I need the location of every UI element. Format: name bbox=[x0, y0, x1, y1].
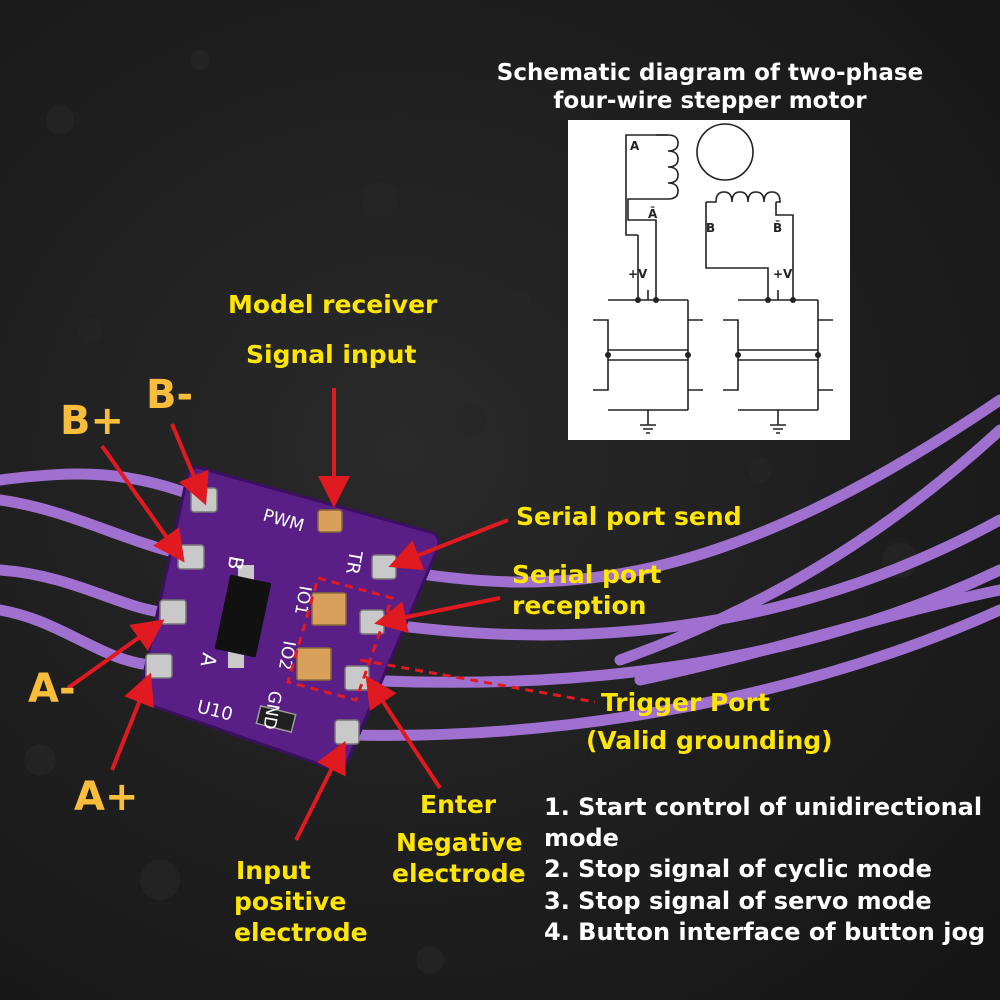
label-negative-2: electrode bbox=[392, 859, 526, 888]
note-item: 2. Stop signal of cyclic mode bbox=[544, 855, 932, 884]
wire-extra-2 bbox=[634, 584, 1000, 686]
arrow-a-minus bbox=[66, 619, 165, 690]
wire-a-plus bbox=[0, 604, 156, 671]
label-input-1: Input bbox=[236, 856, 311, 885]
pad-trigger bbox=[344, 665, 370, 691]
wire-a-minus bbox=[0, 564, 166, 618]
pad-io2 bbox=[296, 647, 332, 681]
silk-tr: TR bbox=[341, 548, 366, 576]
trigger-highlight bbox=[286, 576, 596, 704]
label-trigger-port: Trigger Port bbox=[601, 688, 770, 717]
arrow-serial-send bbox=[388, 518, 509, 571]
note-item: 1. Start control of unidirectional bbox=[544, 793, 983, 821]
schematic-label-b-bar: B̄ bbox=[773, 220, 782, 235]
arrow-a-plus bbox=[110, 672, 154, 771]
schematic-label-a: A bbox=[630, 139, 640, 153]
wire-b-minus bbox=[0, 468, 211, 506]
note-item: 3. Stop signal of servo mode bbox=[544, 886, 932, 915]
arrow-b-plus bbox=[100, 444, 185, 563]
arrow-b-minus bbox=[170, 423, 209, 506]
silk-a: A bbox=[196, 651, 222, 669]
right-wires bbox=[344, 394, 1000, 741]
note-item: 4. Button interface of button jog bbox=[544, 917, 986, 946]
pad-serial-reception bbox=[359, 609, 385, 635]
label-input-3: electrode bbox=[234, 918, 368, 947]
schematic-label-b: B bbox=[706, 221, 715, 235]
wire-extra-1 bbox=[614, 424, 1000, 666]
pad-b-minus bbox=[190, 487, 218, 513]
wire-b-plus bbox=[0, 494, 191, 561]
schematic-supply-left: +V bbox=[628, 267, 648, 281]
label-b-minus: B- bbox=[146, 372, 194, 418]
pad-io1 bbox=[311, 592, 347, 626]
arrow-serial-reception bbox=[374, 596, 501, 633]
arrow-negative bbox=[365, 675, 442, 790]
pad-a-plus bbox=[145, 653, 173, 679]
label-b-plus: B+ bbox=[60, 398, 125, 444]
ic-chip bbox=[214, 565, 272, 668]
label-serial-reception-2: reception bbox=[512, 591, 647, 620]
schematic-title-line1: Schematic diagram of two-phase bbox=[496, 60, 924, 86]
label-negative-1: Negative bbox=[396, 828, 523, 857]
coil-a bbox=[656, 134, 679, 200]
solder-pads bbox=[145, 487, 397, 745]
label-signal-input: Signal input bbox=[246, 340, 417, 369]
pad-a-minus bbox=[159, 599, 187, 625]
smd-resistor bbox=[255, 705, 297, 733]
pad-b-plus bbox=[177, 544, 205, 570]
wire-serial-reception bbox=[366, 514, 1000, 641]
trigger-functions-list: 1. Start control of unidirectional mode … bbox=[544, 792, 996, 948]
schematic-diagram: A Ā B B̄ +V +V bbox=[568, 120, 850, 440]
schematic-title-line2: four-wire stepper motor bbox=[553, 87, 867, 114]
pcb-board: PWM B A TR IO1 IO2 GND U10 bbox=[138, 466, 441, 771]
pad-negative bbox=[334, 719, 360, 745]
label-a-minus: A- bbox=[28, 666, 76, 712]
schematic-drawing: A Ā B B̄ +V +V bbox=[593, 123, 833, 434]
label-model-receiver: Model receiver bbox=[228, 290, 438, 319]
schematic-title: Schematic diagram of two-phase four-wire… bbox=[470, 60, 950, 115]
pad-serial-send bbox=[371, 554, 397, 580]
label-serial-reception-1: Serial port bbox=[512, 560, 662, 589]
label-valid-grounding: (Valid grounding) bbox=[586, 726, 833, 755]
note-item: mode bbox=[544, 824, 619, 853]
label-enter: Enter bbox=[420, 790, 497, 819]
coil-b bbox=[706, 191, 781, 203]
schematic-supply-right: +V bbox=[773, 267, 793, 281]
silk-b: B bbox=[223, 554, 249, 572]
motor-rotor bbox=[696, 123, 754, 181]
schematic-label-a-bar: Ā bbox=[648, 207, 658, 221]
arrow-positive bbox=[294, 740, 346, 841]
pad-pwm bbox=[317, 509, 343, 533]
label-a-plus: A+ bbox=[74, 774, 139, 820]
label-serial-send: Serial port send bbox=[516, 502, 742, 531]
callout-arrows bbox=[66, 388, 509, 841]
wire-negative bbox=[344, 604, 1000, 741]
wire-serial-send bbox=[379, 394, 1000, 588]
label-input-2: positive bbox=[234, 887, 347, 916]
